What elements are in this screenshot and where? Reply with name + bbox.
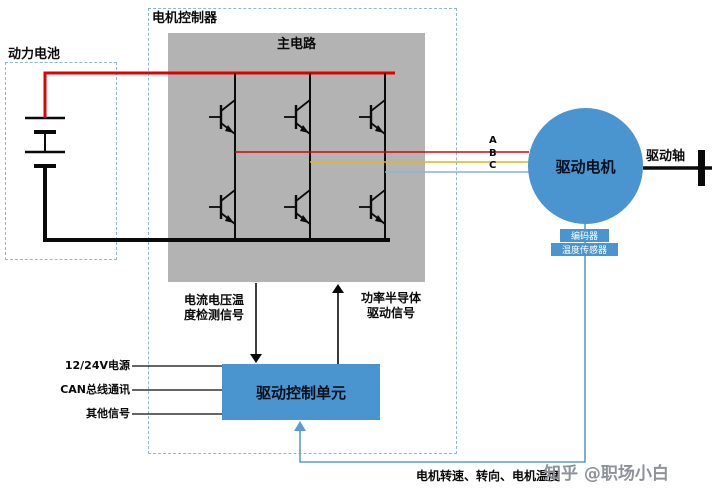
drive-control-unit-label: 驱动控制单元 [255,383,346,402]
detect-signal-arrow [250,283,262,363]
temp-sensor-label: 温度传感器 [561,246,607,256]
input-signal-lines [132,365,222,415]
feedback-wire [294,224,586,463]
battery-symbol-icon [25,116,65,168]
igbt-symbol [282,181,312,233]
negative-dc-wire [43,166,390,242]
drive-control-unit: 驱动控制单元 [222,364,380,420]
watermark: 知乎 @职场小白 [544,464,669,484]
phase-a-label: A [489,135,497,146]
motor-controller-box [148,8,457,454]
input-other-label: 其他信号 [86,407,130,420]
phase-c-label: C [489,160,497,171]
power-battery-title: 动力电池 [8,47,61,62]
drive-signal-arrow [332,284,344,364]
igbt-symbol [357,91,387,143]
drive-motor-label: 驱动电机 [555,157,616,176]
power-battery-box [5,62,117,260]
encoder-label: 编码器 [570,232,598,242]
detect-signal-label-line1: 电流电压温 [183,293,244,307]
igbt-symbol [207,91,237,143]
drive-shaft-label: 驱动轴 [646,149,686,164]
igbt-symbol [207,181,237,233]
phase-b-label: B [489,148,497,159]
encoder-badge: 编码器 [560,229,609,242]
feedback-signal-label: 电机转速、转向、电机温度 [416,469,561,483]
input-can-label: CAN总线通讯 [60,383,130,396]
motor-controller-title: 电机控制器 [152,11,218,26]
drive-signal-label: 功率半导体 驱动信号 [345,291,437,321]
igbt-symbol [282,91,312,143]
drive-signal-label-line1: 功率半导体 [360,291,421,305]
drive-motor: 驱动电机 [528,108,643,224]
igbt-symbol [357,181,387,233]
temp-sensor-badge: 温度传感器 [551,243,618,256]
positive-dc-wire [43,71,395,118]
drive-signal-label-line2: 驱动信号 [366,306,415,320]
detect-signal-label: 电流电压温 度检测信号 [170,293,258,323]
drive-shaft-icon [643,150,712,186]
detect-signal-label-line2: 度检测信号 [183,308,244,322]
main-circuit-title: 主电路 [276,37,316,52]
input-power-label: 12/24V电源 [64,359,130,372]
